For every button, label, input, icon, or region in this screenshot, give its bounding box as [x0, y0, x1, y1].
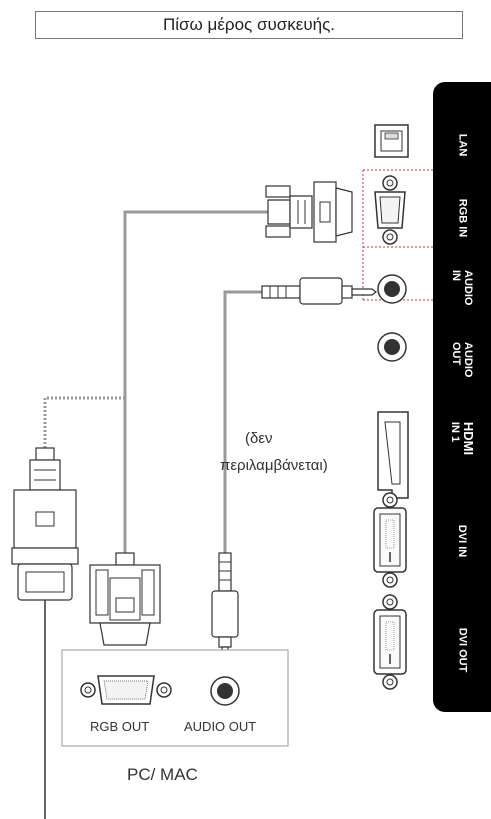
pc-rgb-connector-icon [89, 552, 161, 646]
dvi-optional-cable [43, 396, 125, 452]
pc-rgb-out-label: RGB OUT [90, 719, 150, 734]
audio-in-jack-icon [377, 274, 407, 304]
pc-panel-box [61, 649, 289, 747]
pc-audio-out-label: AUDIO OUT [184, 719, 257, 734]
pc-audio-out-jack-icon [210, 676, 240, 706]
pc-audio-plug-icon [211, 552, 239, 667]
rgb-in-port-icon [374, 175, 406, 245]
highlight-connected-ports [362, 169, 433, 301]
page-title: Πίσω μέρος συσκευής. [35, 11, 463, 39]
hdmi-port-icon [377, 411, 409, 499]
dvi-in-port-icon [373, 492, 407, 588]
device-back-panel [433, 82, 491, 712]
audio-out-jack-icon [377, 332, 407, 362]
lan-port-icon [374, 124, 409, 158]
not-included-note-line2: περιλαμβάνεται) [220, 457, 328, 474]
rgb-cable-connector-icon [265, 181, 353, 243]
rgb-cable [123, 210, 268, 555]
not-included-note-line1: (δεν [245, 430, 273, 447]
audio-plug-icon [261, 277, 377, 305]
dvi-cable-connector-icon [11, 447, 79, 601]
dvi-out-port-icon [373, 594, 407, 690]
pc-mac-label: PC/ MAC [127, 765, 198, 784]
audio-cable [223, 290, 262, 555]
pc-rgb-out-port-icon [80, 675, 172, 705]
